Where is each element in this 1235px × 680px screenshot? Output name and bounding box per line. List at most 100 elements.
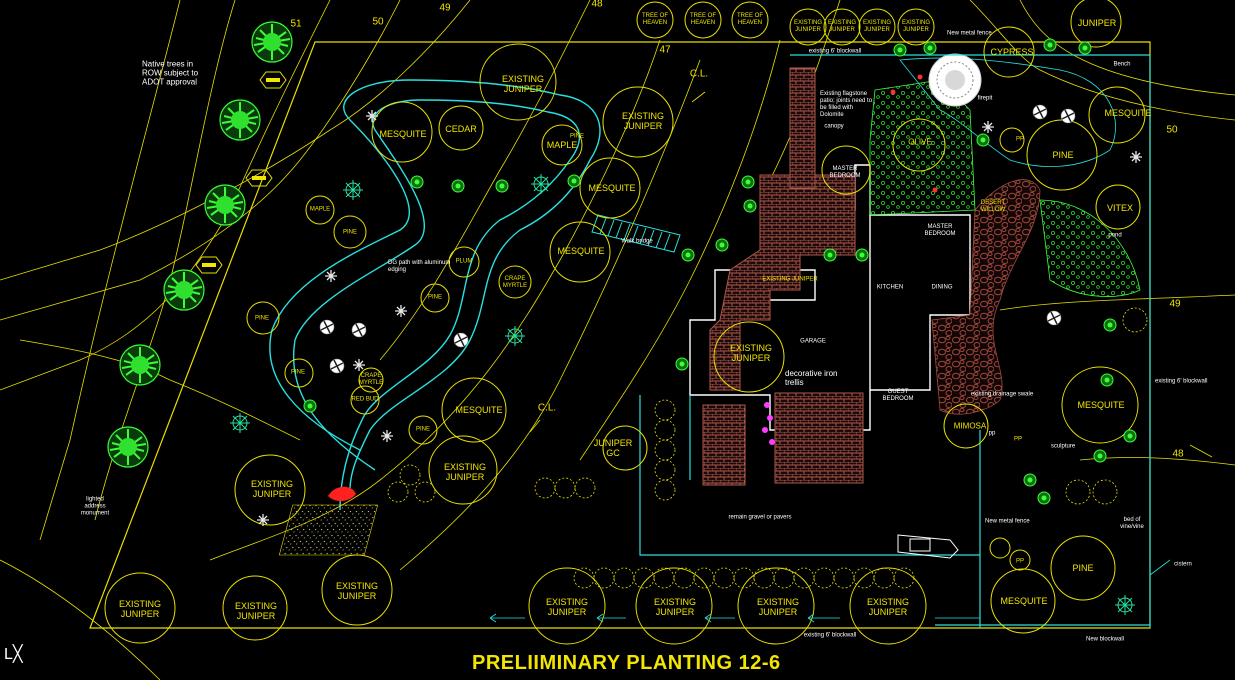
note-bench: Bench: [1113, 61, 1131, 68]
flower-accents: [762, 74, 938, 445]
note-remain-gravel: remain gravel or pavers: [728, 514, 792, 521]
tree-label-existing-juniper: EXISTING JUNIPER: [234, 601, 277, 621]
note-pp: pp: [988, 430, 996, 437]
tree-label-existing-juniper-top: EXISTING JUNIPER: [827, 20, 856, 33]
contour-label-49: 49: [439, 2, 451, 14]
contour-label-47: 47: [659, 44, 671, 56]
tree-label-juniper-gc: JUNIPER GC: [593, 438, 633, 458]
note-native-trees: Native trees in ROW subject to ADOT appr…: [142, 59, 199, 87]
note-existing-blockwall-right: existing 6' blockwall: [1155, 378, 1208, 385]
tree-label-existing-juniper: EXISTING JUNIPER: [250, 479, 293, 499]
tree-label-pp: PP: [1015, 136, 1025, 143]
tree-label-existing-juniper: EXISTING JUNIPER: [545, 597, 588, 617]
tree-label-existing-juniper-top: EXISTING JUNIPER: [862, 20, 891, 33]
ucs-icon: L╳: [4, 646, 23, 663]
room-label-kitchen: KITCHEN: [876, 284, 904, 291]
tree-label-existing-juniper-top: EXISTING JUNIPER: [793, 20, 822, 33]
note-new-metal-fence: New metal fence: [947, 30, 992, 37]
dg-path: [269, 79, 601, 511]
note-existing-flagstone: Existing flagstone patio; joints need to…: [820, 91, 873, 118]
tree-label-existing-juniper: EXISTING JUNIPER: [335, 581, 378, 601]
contour-label-48-east: 48: [1172, 448, 1184, 460]
tree-label-pp: PP: [1015, 558, 1025, 565]
tree-label-mimosa: MIMOSA: [953, 421, 987, 431]
tree-label-pine-small: PINE: [569, 133, 585, 140]
tree-label-existing-juniper-top: EXISTING JUNIPER: [901, 20, 930, 33]
contour-label-49-east: 49: [1169, 298, 1181, 310]
tree-label-tree-of-heaven: TREE OF HEAVEN: [641, 13, 668, 26]
tree-label-existing-juniper: EXISTING JUNIPER: [729, 343, 772, 363]
tree-label-mesquite: MESQUITE: [455, 405, 503, 415]
tree-label-cedar: CEDAR: [445, 124, 477, 134]
tree-label-crape-myrtle: CRAPE MYRTLE: [502, 276, 528, 289]
car: [897, 534, 959, 559]
note-sculpture: sculpture: [1050, 443, 1076, 450]
tree-label-pine: PINE: [1072, 563, 1094, 573]
tree-label-tree-of-heaven: TREE OF HEAVEN: [736, 13, 763, 26]
tree-label-mesquite: MESQUITE: [1077, 400, 1125, 410]
tree-label-existing-juniper: EXISTING JUNIPER: [443, 462, 486, 482]
brick-patio: [702, 67, 864, 486]
room-label-garage: GARAGE: [800, 338, 826, 345]
tree-label-mesquite: MESQUITE: [379, 129, 427, 139]
note-bed-of-vines: bed of vine/vine: [1120, 517, 1144, 530]
centerline-label-2: C.L.: [537, 402, 557, 414]
note-existing-blockwall-top: existing 6' blockwall: [808, 48, 862, 55]
room-label-master-bedroom: MASTER BEDROOM: [924, 224, 956, 237]
existing-tree-circles: [104, 0, 1146, 645]
room-label-dining: DINING: [931, 284, 953, 291]
note-pond: pond: [1108, 232, 1122, 239]
note-firepit: firepit: [977, 95, 993, 102]
tree-label-maple-small: MAPLE: [309, 206, 331, 213]
tree-label-pine-small: PINE: [342, 229, 358, 236]
note-new-blockwall: New blockwall: [1085, 636, 1125, 643]
walls: [639, 54, 1151, 628]
garden-beds: [869, 79, 1141, 297]
note-decorative-iron: decorative iron trellis: [785, 369, 838, 387]
tree-label-red-bud: RED BUD: [351, 396, 379, 403]
tree-label-existing-juniper: EXISTING JUNIPER: [756, 597, 799, 617]
tree-label-pine-small: PINE: [427, 294, 443, 301]
tree-label-juniper: JUNIPER: [1077, 18, 1117, 28]
contour-label-48: 48: [591, 0, 603, 10]
fire-pit: [928, 53, 982, 107]
tree-label-olive: OLIVE: [908, 137, 932, 147]
note-existing-drainage: existing drainage swale: [970, 391, 1034, 398]
tree-label-desert-willow: DESERT WILLOW: [980, 200, 1006, 213]
tree-label-tree-of-heaven: TREE OF HEAVEN: [689, 13, 716, 26]
native-trees-row: [107, 21, 293, 468]
tree-label-existing-juniper: EXISTING JUNIPER: [866, 597, 909, 617]
leader-arrows: [489, 559, 1171, 623]
tree-label-existing-juniper: EXISTING JUNIPER: [118, 599, 161, 619]
tree-label-mesquite: MESQUITE: [1000, 596, 1048, 606]
contour-label-50-east: 50: [1166, 124, 1178, 136]
gravel-strip: [278, 504, 379, 556]
note-dg-path: DG path with aluminum edging: [388, 260, 451, 273]
note-cistern: cistern: [1174, 561, 1192, 568]
tree-label-pp: PP: [1013, 436, 1023, 443]
tree-label-cypress: CYPRESS: [990, 47, 1034, 57]
tree-label-plum: PLUM: [455, 258, 473, 265]
centerline-label-1: C.L.: [689, 68, 709, 80]
tree-label-pine-small: PINE: [415, 426, 431, 433]
contour-label-51: 51: [290, 18, 302, 30]
tree-label-mesquite: MESQUITE: [1104, 108, 1152, 118]
tree-label-pine-small: PINE: [290, 369, 306, 376]
tree-label-existing-juniper: EXISTING JUNIPER: [653, 597, 696, 617]
tree-label-pine: PINE: [1052, 150, 1074, 160]
tree-label-mesquite: MESQUITE: [557, 246, 605, 256]
tree-label-pine-small: PINE: [254, 315, 270, 322]
tree-label-mesquite: MESQUITE: [588, 183, 636, 193]
tree-label-vitex: VITEX: [1106, 203, 1134, 213]
juniper-gc-row: [387, 307, 1148, 589]
note-walk-bridge: Walk bridge: [621, 238, 653, 245]
note-canopy: canopy: [824, 123, 844, 130]
note-lighted-address: lighted address monument: [80, 496, 110, 517]
tree-label-maple: MAPLE: [546, 140, 578, 150]
tree-label-existing-juniper: EXISTING JUNIPER: [621, 111, 664, 131]
tree-label-crape-myrtle: CRAPE MYRTLE: [358, 373, 384, 386]
note-new-metal-fence: New metal fence: [985, 518, 1030, 525]
room-label-master-bedroom: MASTER BEDROOM: [829, 166, 861, 179]
